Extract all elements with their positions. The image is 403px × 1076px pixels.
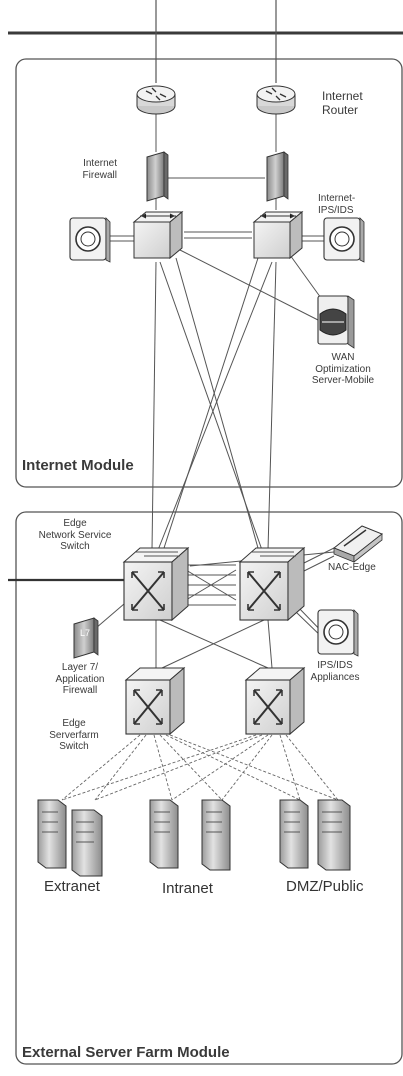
internet-firewall-label: Internet Firewall — [82, 158, 117, 181]
edge-network-switch-right-icon — [238, 546, 306, 622]
intranet-servers-icon — [149, 799, 231, 871]
nac-edge-label: NAC-Edge — [328, 562, 376, 573]
internet-router-label: Internet Router — [322, 89, 363, 117]
wan-optimization-server-icon — [317, 295, 355, 349]
edge-network-service-switch-label: Edge Network Service Switch — [38, 518, 112, 552]
internet-ips-ids-label: Internet- IPS/IDS — [318, 193, 356, 216]
internet-module-box — [15, 58, 403, 488]
internet-firewall-left-icon — [146, 151, 169, 202]
extranet-servers-icon — [37, 799, 103, 877]
l7-badge: L7 — [80, 628, 91, 638]
nac-edge-appliance-icon — [333, 525, 383, 563]
internet-firewall-right-icon — [266, 151, 289, 202]
edge-serverfarm-switch-right-icon — [244, 666, 306, 736]
dmz-public-servers-icon — [279, 799, 351, 871]
edge-network-switch-left-icon — [122, 546, 190, 622]
server-connections — [61, 734, 339, 801]
wan-optimization-label: WAN Optimization Server-Mobile — [311, 352, 375, 386]
internet-router-left-icon — [136, 85, 176, 115]
layer7-firewall-icon — [73, 617, 99, 659]
dmz-public-label: DMZ/Public — [286, 878, 364, 895]
internet-switch-left-icon — [132, 210, 184, 260]
intranet-label: Intranet — [162, 880, 213, 897]
external-server-farm-module-box — [15, 511, 403, 1065]
layer7-firewall-label: Layer 7/ Application Firewall — [55, 662, 105, 696]
ips-ids-appliance-icon — [317, 609, 359, 657]
connections — [95, 110, 335, 669]
internet-ips-right-icon — [323, 217, 365, 263]
ips-ids-appliances-label: IPS/IDS Appliances — [310, 660, 360, 683]
external-server-farm-module-title: External Server Farm Module — [22, 1044, 230, 1061]
extranet-label: Extranet — [44, 878, 100, 895]
internet-ips-left-icon — [69, 217, 111, 263]
edge-serverfarm-switch-label: Edge Serverfarm Switch — [49, 718, 99, 752]
edge-serverfarm-switch-left-icon — [124, 666, 186, 736]
internet-switch-right-icon — [252, 210, 304, 260]
internet-module-title: Internet Module — [22, 457, 134, 474]
internet-router-right-icon — [256, 85, 296, 115]
